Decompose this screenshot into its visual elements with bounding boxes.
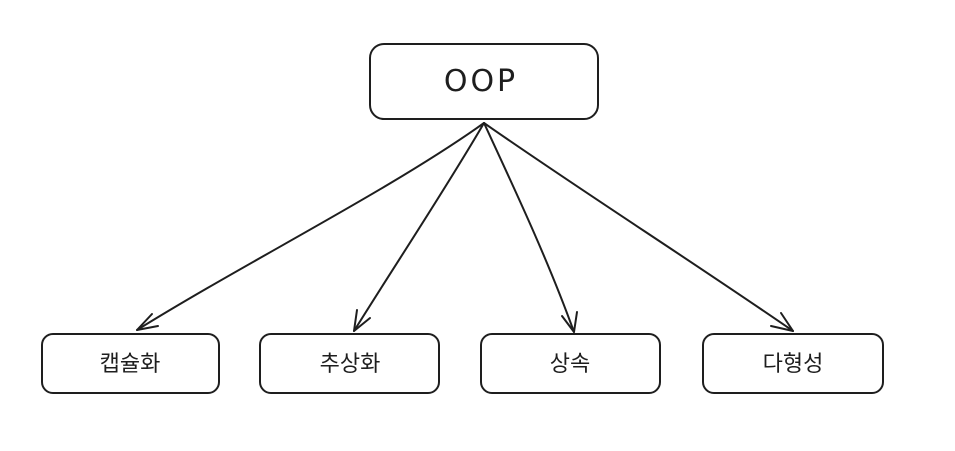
node-encapsulation: 캡슐화 bbox=[41, 333, 220, 394]
root-node-label: OOP bbox=[444, 64, 518, 99]
arrow-polymorphism bbox=[483, 122, 794, 332]
arrow-abstraction bbox=[353, 122, 485, 332]
node-abstraction: 추상화 bbox=[259, 333, 440, 394]
node-abstraction-label: 추상화 bbox=[320, 352, 381, 377]
node-inheritance-label: 상속 bbox=[550, 352, 590, 377]
root-node-oop: OOP bbox=[369, 43, 599, 120]
node-inheritance: 상속 bbox=[480, 333, 661, 394]
node-polymorphism-label: 다형성 bbox=[763, 352, 824, 377]
node-polymorphism: 다형성 bbox=[702, 333, 884, 394]
arrow-encapsulation bbox=[136, 122, 485, 331]
arrow-inheritance bbox=[483, 122, 578, 333]
node-encapsulation-label: 캡슐화 bbox=[100, 352, 161, 377]
